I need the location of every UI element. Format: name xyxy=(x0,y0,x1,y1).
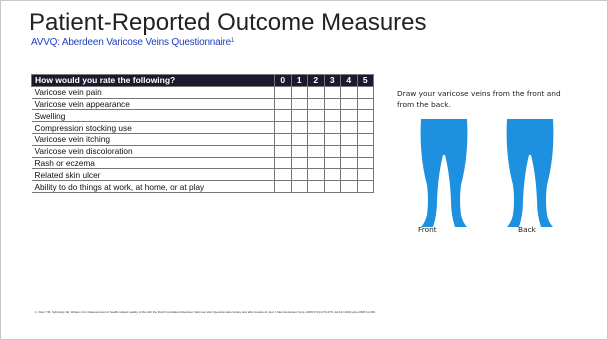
row-label: Varicose vein itching xyxy=(31,132,275,146)
rating-cell-4[interactable] xyxy=(340,168,358,182)
rating-cell-2[interactable] xyxy=(307,97,325,111)
rating-cell-2[interactable] xyxy=(307,85,325,99)
rating-cell-0[interactable] xyxy=(274,132,292,146)
front-label: Front xyxy=(418,225,437,234)
back-legs-figure xyxy=(506,119,554,227)
rating-cell-0[interactable] xyxy=(274,109,292,123)
scale-header-4: 4 xyxy=(340,74,358,87)
table-row: Related skin ulcer xyxy=(31,168,374,182)
scale-header-3: 3 xyxy=(323,74,341,87)
rating-cell-4[interactable] xyxy=(340,85,358,99)
rating-cell-1[interactable] xyxy=(290,121,308,134)
rating-cell-1[interactable] xyxy=(290,180,308,193)
rating-cell-1[interactable] xyxy=(290,144,308,158)
rating-cell-5[interactable] xyxy=(356,144,374,158)
front-legs-figure xyxy=(420,119,468,227)
rating-cell-4[interactable] xyxy=(340,144,358,158)
rating-cell-1[interactable] xyxy=(290,85,308,99)
row-label: Varicose vein pain xyxy=(31,85,275,99)
table-row: Ability to do things at work, at home, o… xyxy=(31,180,374,193)
rating-cell-0[interactable] xyxy=(274,97,292,111)
row-label: Varicose vein discoloration xyxy=(31,144,275,158)
table-row: Varicose vein itching xyxy=(31,132,374,146)
scale-header-5: 5 xyxy=(356,74,374,87)
rating-cell-1[interactable] xyxy=(290,156,308,170)
rating-cell-5[interactable] xyxy=(356,132,374,146)
rating-cell-3[interactable] xyxy=(323,132,341,146)
drawing-instruction: Draw your varicose veins from the front … xyxy=(397,89,561,109)
rating-cell-5[interactable] xyxy=(356,85,374,99)
rating-cell-5[interactable] xyxy=(356,180,374,193)
rating-cell-4[interactable] xyxy=(340,97,358,111)
legs-diagram xyxy=(420,119,554,227)
footnote: 1. Klem TM, Sybrandy JE, Wittens CH. Mea… xyxy=(35,310,376,314)
rating-cell-0[interactable] xyxy=(274,168,292,182)
rating-cell-5[interactable] xyxy=(356,121,374,134)
rating-cell-0[interactable] xyxy=(274,144,292,158)
rating-cell-0[interactable] xyxy=(274,180,292,193)
rating-cell-4[interactable] xyxy=(340,109,358,123)
rating-cell-4[interactable] xyxy=(340,180,358,193)
rating-cell-1[interactable] xyxy=(290,109,308,123)
scale-header-2: 2 xyxy=(307,74,325,87)
table-row: Compression stocking use xyxy=(31,121,374,134)
row-label: Ability to do things at work, at home, o… xyxy=(31,180,275,193)
table-row: Varicose vein pain xyxy=(31,85,374,99)
rating-cell-5[interactable] xyxy=(356,168,374,182)
rating-cell-0[interactable] xyxy=(274,85,292,99)
table-row: Swelling xyxy=(31,109,374,123)
rating-cell-1[interactable] xyxy=(290,168,308,182)
back-label: Back xyxy=(518,225,536,234)
row-label: Varicose vein appearance xyxy=(31,97,275,111)
table-row: Rash or eczema xyxy=(31,156,374,170)
rating-cell-4[interactable] xyxy=(340,156,358,170)
row-label: Related skin ulcer xyxy=(31,168,275,182)
rating-cell-1[interactable] xyxy=(290,97,308,111)
rating-cell-1[interactable] xyxy=(290,132,308,146)
row-label: Compression stocking use xyxy=(31,121,275,134)
scale-header-0: 0 xyxy=(274,74,292,87)
rating-cell-2[interactable] xyxy=(307,121,325,134)
rating-cell-2[interactable] xyxy=(307,109,325,123)
table-row: Varicose vein discoloration xyxy=(31,144,374,158)
rating-cell-2[interactable] xyxy=(307,180,325,193)
rating-cell-3[interactable] xyxy=(323,156,341,170)
rating-cell-5[interactable] xyxy=(356,109,374,123)
rating-cell-2[interactable] xyxy=(307,144,325,158)
rating-cell-0[interactable] xyxy=(274,156,292,170)
rating-cell-4[interactable] xyxy=(340,121,358,134)
scale-header-1: 1 xyxy=(290,74,308,87)
subtitle-reference: 1 xyxy=(231,38,235,44)
row-label: Rash or eczema xyxy=(31,156,275,170)
table-row: Varicose vein appearance xyxy=(31,97,374,111)
subtitle-text: AVVQ: Aberdeen Varicose Veins Questionna… xyxy=(31,37,232,48)
rating-cell-3[interactable] xyxy=(323,168,341,182)
rating-cell-2[interactable] xyxy=(307,168,325,182)
rating-cell-3[interactable] xyxy=(323,180,341,193)
questionnaire-table: How would you rate the following? 0 1 2 … xyxy=(31,74,374,193)
rating-cell-3[interactable] xyxy=(323,109,341,123)
rating-cell-3[interactable] xyxy=(323,121,341,134)
rating-cell-3[interactable] xyxy=(323,85,341,99)
table-header-row: How would you rate the following? 0 1 2 … xyxy=(31,74,374,87)
row-label: Swelling xyxy=(31,109,275,123)
rating-cell-0[interactable] xyxy=(274,121,292,134)
rating-cell-4[interactable] xyxy=(340,132,358,146)
slide-subtitle: AVVQ: Aberdeen Varicose Veins Questionna… xyxy=(31,37,234,48)
rating-cell-3[interactable] xyxy=(323,97,341,111)
rating-cell-5[interactable] xyxy=(356,156,374,170)
rating-cell-3[interactable] xyxy=(323,144,341,158)
rating-cell-5[interactable] xyxy=(356,97,374,111)
table-header-question: How would you rate the following? xyxy=(31,74,275,87)
rating-cell-2[interactable] xyxy=(307,156,325,170)
rating-cell-2[interactable] xyxy=(307,132,325,146)
slide-title: Patient-Reported Outcome Measures xyxy=(29,9,427,36)
